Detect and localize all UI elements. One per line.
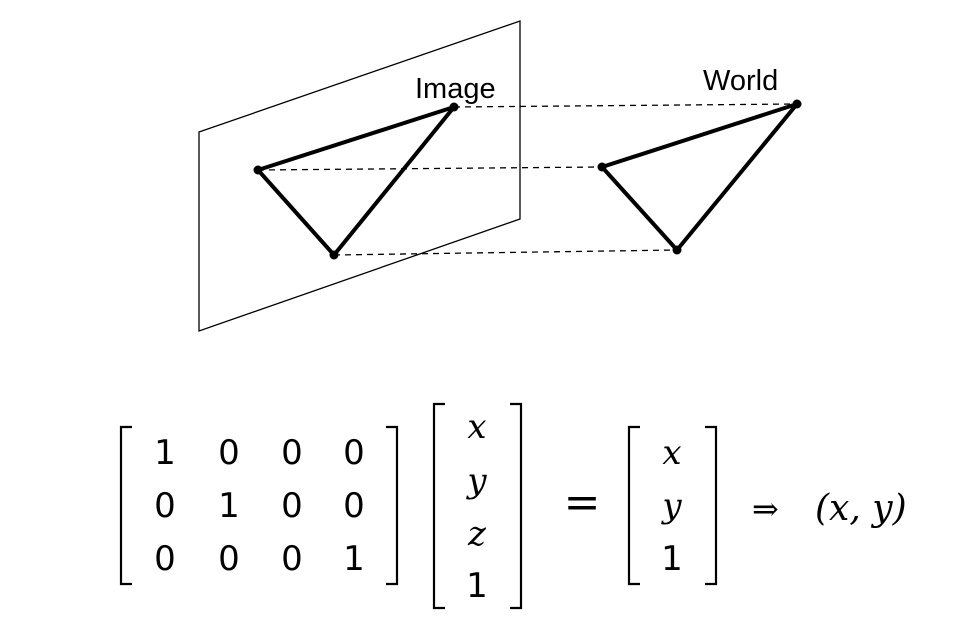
matrix-right-bracket — [386, 425, 399, 586]
projection-line-left — [257, 166, 603, 171]
projection-line-top — [453, 103, 798, 108]
projection-line-bottom — [333, 249, 678, 256]
equals-sign: = — [564, 477, 601, 528]
matrix-cell: 0 — [281, 433, 303, 473]
image-triangle — [253, 102, 459, 260]
matrix-cell: 1 — [218, 486, 240, 526]
matrix-cell: 0 — [281, 486, 303, 526]
matrix-cell: 1 — [343, 539, 365, 579]
input-vector: x y z 1 — [432, 402, 523, 610]
matrix-cell: 0 — [343, 486, 365, 526]
image-label: Image — [415, 73, 496, 105]
matrix-cell: 0 — [343, 433, 365, 473]
matrix-cell: 0 — [218, 433, 240, 473]
world-triangle — [597, 99, 802, 255]
matrix-left-bracket — [119, 425, 132, 586]
output-y: y — [660, 486, 682, 526]
input-left-bracket — [432, 402, 445, 610]
output-x: x — [662, 433, 681, 473]
output-right-bracket — [705, 425, 718, 586]
image-plane — [198, 20, 521, 332]
input-z: z — [467, 514, 487, 554]
world-label: World — [703, 65, 778, 97]
output-vector: x y 1 — [627, 425, 718, 586]
input-one: 1 — [466, 566, 488, 606]
matrix-cell: 0 — [154, 486, 176, 526]
output-one: 1 — [661, 539, 683, 579]
input-y: y — [465, 461, 487, 501]
input-right-bracket — [510, 402, 523, 610]
matrix-cell: 0 — [154, 539, 176, 579]
projection-matrix: 1 0 0 0 0 1 0 0 0 0 0 1 — [119, 425, 399, 586]
implies-arrow: ⇒ — [752, 490, 779, 528]
matrix-cell: 1 — [154, 433, 176, 473]
matrix-cell: 0 — [281, 539, 303, 579]
output-left-bracket — [627, 425, 640, 586]
matrix-cell: 0 — [218, 539, 240, 579]
result-point: (x, y) — [815, 488, 907, 529]
input-x: x — [467, 407, 486, 447]
